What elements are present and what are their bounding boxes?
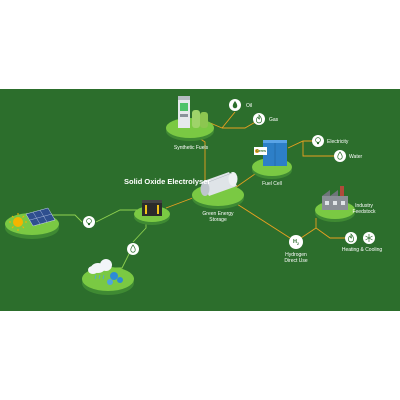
icon-heating — [345, 232, 357, 244]
fuel-cell-platform — [252, 140, 292, 179]
electrolyser-platform — [134, 200, 170, 225]
sun-icon — [9, 213, 27, 231]
connector-hydrogen-to-heating — [315, 227, 345, 239]
fuel-barrel-1 — [192, 110, 200, 128]
water-drop-icon — [130, 244, 136, 253]
hydrogen-icon — [289, 235, 303, 249]
connector-solar-to-bulb — [52, 214, 83, 223]
green-storage-label: Green Energy Storage — [202, 211, 234, 223]
hydrogen-icon-text: H2 — [291, 239, 301, 247]
oil-drop-icon — [232, 101, 238, 109]
snowflake-icon — [365, 234, 373, 242]
heating-label: Heating & Cooling — [341, 247, 383, 253]
water-drop-icon — [337, 151, 343, 160]
fuel-cell-logo-badge — [254, 147, 267, 155]
electrolyser-label: Solid Oxide Electrolyser — [124, 177, 211, 186]
industry-platform — [315, 186, 355, 222]
synthetic-fuels-label: Synthetic Fuels — [173, 145, 209, 151]
storage-tank — [200, 172, 238, 196]
factory-chimney — [340, 186, 344, 196]
connector-fuelcell-to-water — [302, 141, 340, 157]
icon-gas — [253, 113, 265, 125]
fuel-cell-label: Fuel Cell — [262, 181, 282, 187]
storage-platform — [192, 172, 244, 209]
h2-subscript: 2 — [297, 242, 299, 247]
lightbulb-icon — [315, 137, 321, 145]
fuel-cell-logo-text: Ceres — [256, 148, 266, 153]
icon-cooling — [363, 232, 375, 244]
icon-electricity — [312, 135, 324, 147]
connector-bulb-to-electrolyser — [95, 209, 138, 223]
oil-label: Oil — [246, 103, 253, 109]
icon-oil — [229, 99, 241, 111]
green-connectors — [52, 209, 147, 269]
fire-icon — [256, 114, 262, 124]
icon-water — [334, 150, 346, 162]
icon-bulb-left — [83, 216, 95, 228]
h2-symbol: H — [293, 239, 298, 245]
water-platform — [82, 259, 134, 295]
fuel-barrel-2 — [200, 112, 208, 128]
gas-label: Gas — [269, 117, 279, 123]
solar-platform — [5, 207, 59, 239]
icon-hydrogen — [289, 235, 303, 249]
connector-hydrogen-to-industry — [297, 218, 317, 241]
hydrogen-label: Hydrogen Direct Use — [284, 252, 308, 264]
lightbulb-icon — [86, 218, 92, 226]
fire-icon — [348, 233, 354, 243]
icon-drop-left — [127, 243, 139, 255]
synthetic-fuels-platform — [166, 96, 214, 141]
fuel-pump — [178, 96, 190, 128]
orange-connectors — [165, 111, 345, 241]
water-label: Water — [349, 154, 363, 160]
connector-cloud-to-drop — [112, 249, 132, 269]
cloud-rain-icon — [88, 259, 123, 285]
electricity-label: Electricity — [327, 139, 349, 145]
industry-label: Industry Feedstock — [352, 203, 376, 215]
solar-panel-icon — [25, 207, 56, 227]
